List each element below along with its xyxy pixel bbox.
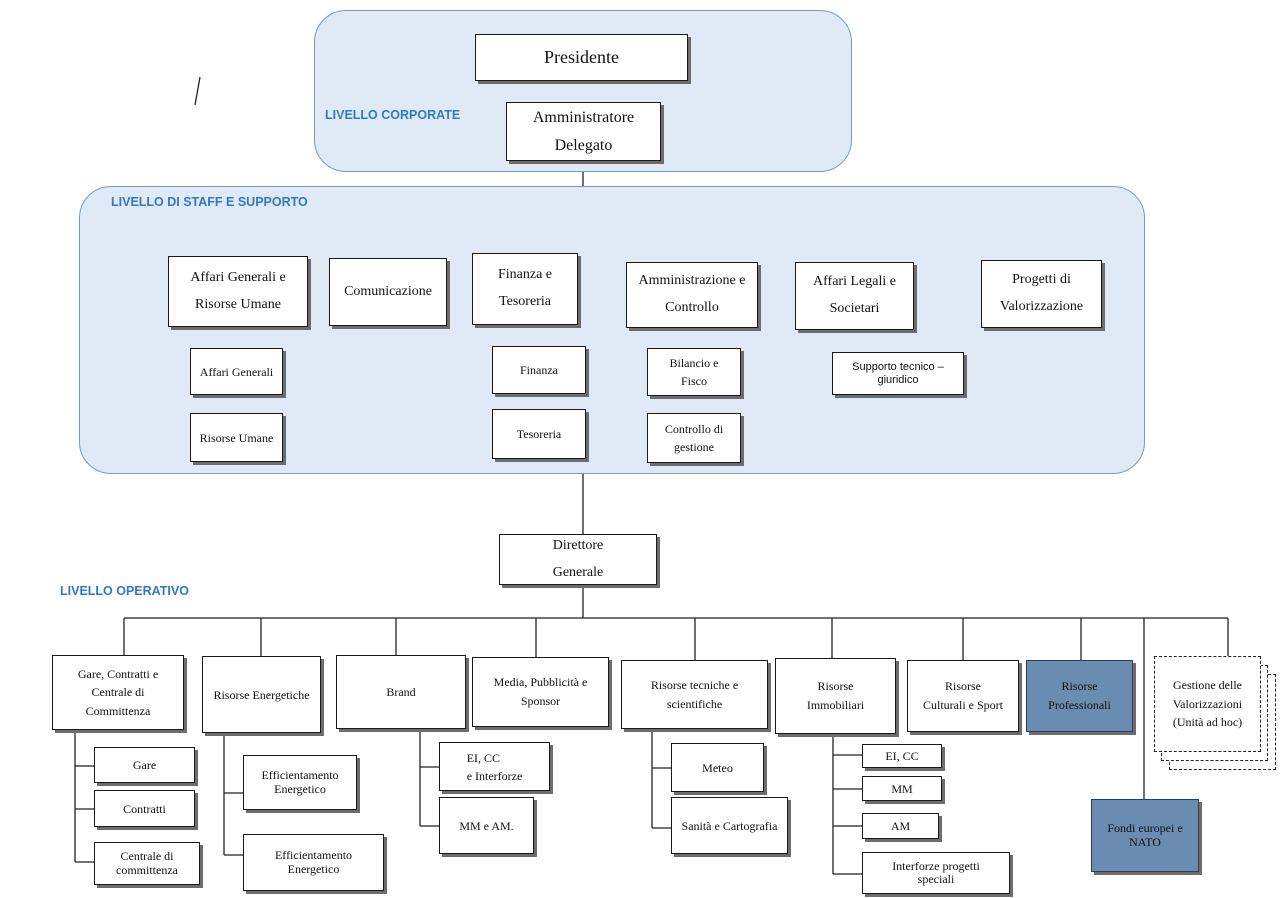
box-mm-am-label: MM e AM. [459,818,514,833]
box-gestione-valorizzazioni: Gestione delle Valorizzazioni (Unità ad … [1154,656,1261,752]
box-am: AM [862,813,939,839]
box-gestione-valorizzazioni-label: Gestione delle Valorizzazioni (Unità ad … [1172,678,1243,730]
box-brand-label: Brand [386,685,416,699]
box-mm: MM [862,776,942,801]
box-amministratore-delegato: Amministratore Delegato [506,102,661,161]
box-affari-generali: Affari Generali [190,348,283,395]
box-gare-contratti-centrale-label: Gare, Contratti e Centrale di Committenz… [77,666,159,718]
box-meteo: Meteo [671,743,764,792]
box-interforze-progetti-speciali-label: Interforze progetti speciali [892,858,980,886]
box-affari-legali-societari-label: Affari Legali e Societari [813,274,896,316]
box-progetti-valorizzazione: Progetti di Valorizzazione [981,260,1102,328]
box-comunicazione-label: Comunicazione [344,283,432,299]
box-direttore-generale-label: Direttore Generale [552,537,604,580]
box-risorse-culturali-sport: Risorse Culturali e Sport [907,660,1019,732]
box-risorse-professionali-label: Risorse Professionali [1048,679,1111,712]
box-affari-generali-risorse-umane-label: Affari Generali e Risorse Umane [190,269,286,312]
box-risorse-professionali: Risorse Professionali [1026,660,1133,732]
box-risorse-immobiliari: Risorse Immobiliari [775,658,896,734]
box-brand: Brand [336,655,466,729]
box-ei-cc-interforze-label: EI, CC e Interforze [466,750,523,783]
box-interforze-progetti-speciali: Interforze progetti speciali [862,852,1010,894]
box-controllo-gestione-label: Controllo di gestione [664,422,724,454]
box-ei-cc: EI, CC [862,744,942,768]
box-presidente-label: Presidente [544,47,619,68]
box-ei-cc-label: EI, CC [885,749,919,763]
box-amministrazione-controllo: Amministrazione e Controllo [626,262,758,328]
box-controllo-gestione: Controllo di gestione [647,413,741,463]
level-corporate-label: LIVELLO CORPORATE [325,108,461,122]
box-mm-am: MM e AM. [439,797,534,854]
level-staff-label: LIVELLO DI STAFF E SUPPORTO [111,195,308,209]
box-bilancio-fisco: Bilancio e Fisco [647,348,741,396]
box-risorse-tecniche-scientifiche-label: Risorse tecniche e scientifiche [650,677,739,711]
box-direttore-generale: Direttore Generale [499,534,657,585]
box-risorse-tecniche-scientifiche: Risorse tecniche e scientifiche [621,660,768,729]
box-centrale-committenza-label: Centrale di committenza [116,849,178,877]
box-finanza-label: Finanza [520,363,558,377]
box-risorse-energetiche: Risorse Energetiche [202,656,321,733]
box-efficientamento-energetico-2-label: Efficientamento Energetico [274,848,353,876]
box-gare-contratti-centrale: Gare, Contratti e Centrale di Committenz… [52,655,184,730]
box-supporto-tecnico-giuridico: Supporto tecnico – giuridico [832,352,964,395]
box-sanita-cartografia: Sanità e Cartografia [671,797,788,854]
box-risorse-umane: Risorse Umane [190,413,283,462]
box-risorse-energetiche-label: Risorse Energetiche [213,687,310,702]
box-efficientamento-energetico-1: Efficientamento Energetico [243,755,357,810]
box-affari-generali-label: Affari Generali [199,364,274,379]
box-bilancio-fisco-label: Bilancio e Fisco [669,356,719,388]
box-fondi-europei-nato: Fondi europei e NATO [1091,799,1199,872]
box-progetti-valorizzazione-label: Progetti di Valorizzazione [999,272,1084,314]
box-finanza-tesoreria: Finanza e Tesoreria [472,253,578,325]
box-ei-cc-interforze: EI, CC e Interforze [439,742,550,791]
box-amministratore-delegato-label: Amministratore Delegato [532,108,635,154]
box-risorse-umane-label: Risorse Umane [199,430,274,445]
box-am-label: AM [890,819,911,833]
box-finanza-tesoreria-label: Finanza e Tesoreria [497,267,553,309]
box-amministrazione-controllo-label: Amministrazione e Controllo [638,273,746,315]
box-contratti-label: Contratti [123,801,166,816]
box-efficientamento-energetico-1-label: Efficientamento Energetico [261,768,339,796]
box-supporto-tecnico-giuridico-label: Supporto tecnico – giuridico [852,361,944,386]
box-gare: Gare [94,747,195,783]
box-contratti: Contratti [94,790,195,827]
box-media-pubblicita-sponsor-label: Media, Pubblicità e Sponsor [493,675,588,708]
box-tesoreria: Tesoreria [492,409,586,459]
level-operativo-label: LIVELLO OPERATIVO [60,584,189,598]
box-sanita-cartografia-label: Sanità e Cartografia [681,818,778,833]
box-affari-generali-risorse-umane: Affari Generali e Risorse Umane [168,256,308,327]
box-fondi-europei-nato-label: Fondi europei e NATO [1107,821,1183,849]
box-risorse-immobiliari-label: Risorse Immobiliari [806,679,865,712]
box-finanza: Finanza [492,346,586,394]
box-centrale-committenza: Centrale di committenza [94,842,200,885]
box-tesoreria-label: Tesoreria [516,427,562,441]
box-comunicazione: Comunicazione [329,258,447,326]
box-affari-legali-societari: Affari Legali e Societari [795,262,914,330]
box-mm-label: MM [891,781,913,796]
box-gare-label: Gare [132,758,157,772]
box-efficientamento-energetico-2: Efficientamento Energetico [243,834,384,891]
box-risorse-culturali-sport-label: Risorse Culturali e Sport [923,679,1003,712]
box-presidente: Presidente [475,34,688,81]
box-meteo-label: Meteo [702,760,733,775]
box-media-pubblicita-sponsor: Media, Pubblicità e Sponsor [472,657,609,727]
